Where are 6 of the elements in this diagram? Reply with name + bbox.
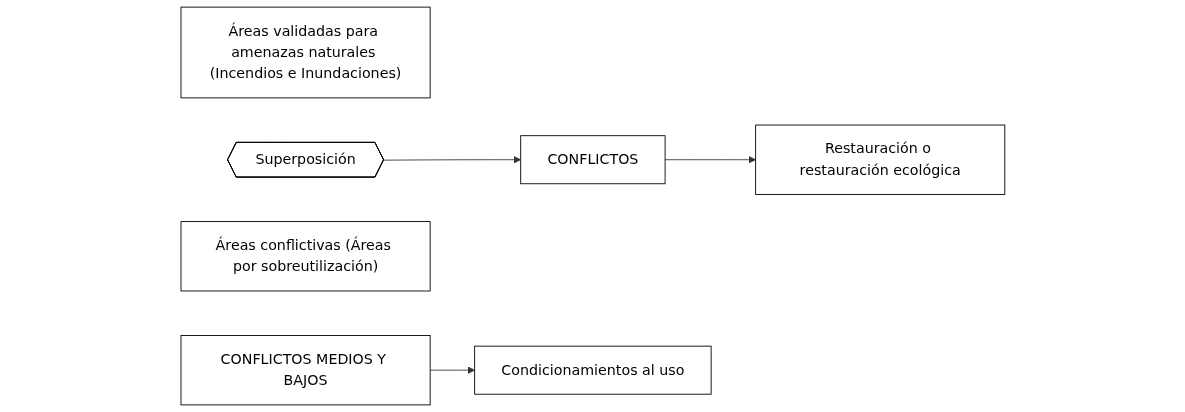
node-box: CONFLICTOS MEDIOS Y BAJOS [180, 335, 431, 406]
node-box: Áreas validadas para amenazas naturales (Incendios e Inundaciones) [180, 6, 431, 99]
node-box: Condicionamientos al uso [473, 345, 712, 395]
node-box: CONFLICTOS [519, 135, 666, 185]
node-box: Restauración o restauración ecológica [754, 124, 1005, 195]
node-box: Áreas conflictivas (Áreas por sobreutilización) [180, 221, 431, 292]
